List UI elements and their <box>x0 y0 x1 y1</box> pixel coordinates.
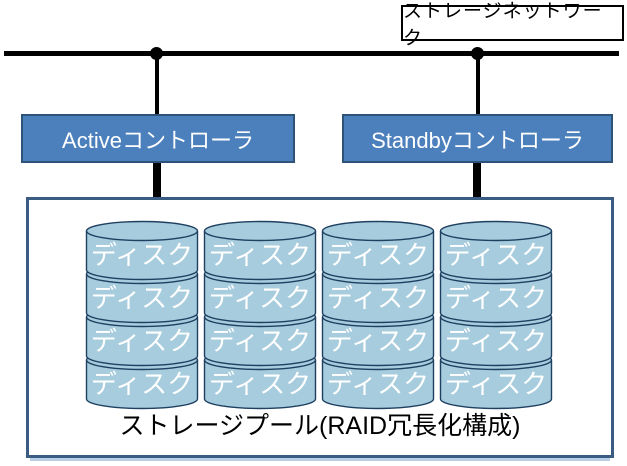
disk-label: ディスク <box>91 240 193 270</box>
active-controller-box: Activeコントローラ <box>21 114 295 163</box>
standby-to-pool-line <box>473 163 481 199</box>
disk-cylinder: ディスク <box>439 220 553 281</box>
disk-cylinder: ディスク <box>321 263 435 324</box>
disk-label: ディスク <box>327 326 429 356</box>
disk-label: ディスク <box>91 283 193 313</box>
network-bus-line <box>4 51 619 56</box>
disk-label: ディスク <box>91 326 193 356</box>
disk-label: ディスク <box>445 283 547 313</box>
active-to-pool-line <box>153 163 161 199</box>
storage-pool-label: ストレージプール(RAID冗長化構成) <box>119 412 521 440</box>
disk-cylinder: ディスク <box>321 220 435 281</box>
standby-controller-label: Standbyコントローラ <box>371 127 584 153</box>
disk-label: ディスク <box>209 283 311 313</box>
disk-label: ディスク <box>209 369 311 399</box>
disk-label: ディスク <box>209 240 311 270</box>
disk-cylinder: ディスク <box>439 306 553 367</box>
standby-controller-box: Standbyコントローラ <box>342 114 613 163</box>
disk-cylinder: ディスク <box>85 306 199 367</box>
storage-network-label-text: ストレージネットワーク <box>403 1 603 49</box>
bus-to-standby-line <box>476 53 480 114</box>
disk-cylinder: ディスク <box>439 263 553 324</box>
active-controller-label: Activeコントローラ <box>62 127 254 153</box>
disk-label: ディスク <box>327 240 429 270</box>
disk-cylinder: ディスク <box>321 306 435 367</box>
disk-label: ディスク <box>445 369 547 399</box>
disk-cylinder: ディスク <box>439 349 553 410</box>
disk-label: ディスク <box>445 326 547 356</box>
disk-cylinder: ディスク <box>203 349 317 410</box>
disk-label: ディスク <box>445 240 547 270</box>
disk-label: ディスク <box>91 369 193 399</box>
disk-grid: ディスクディスクディスクディスクディスクディスクディスクディスクディスクディスク… <box>85 220 553 411</box>
disk-cylinder: ディスク <box>321 349 435 410</box>
disk-cylinder: ディスク <box>203 220 317 281</box>
disk-cylinder: ディスク <box>203 263 317 324</box>
disk-label: ディスク <box>209 326 311 356</box>
disk-cylinder: ディスク <box>85 220 199 281</box>
disk-cylinder: ディスク <box>203 306 317 367</box>
disk-label: ディスク <box>327 283 429 313</box>
disk-label: ディスク <box>327 369 429 399</box>
storage-pool-box: ディスクディスクディスクディスクディスクディスクディスクディスクディスクディスク… <box>26 197 614 458</box>
storage-network-label: ストレージネットワーク <box>401 1 624 49</box>
bus-to-active-line <box>155 53 159 114</box>
disk-cylinder: ディスク <box>85 263 199 324</box>
